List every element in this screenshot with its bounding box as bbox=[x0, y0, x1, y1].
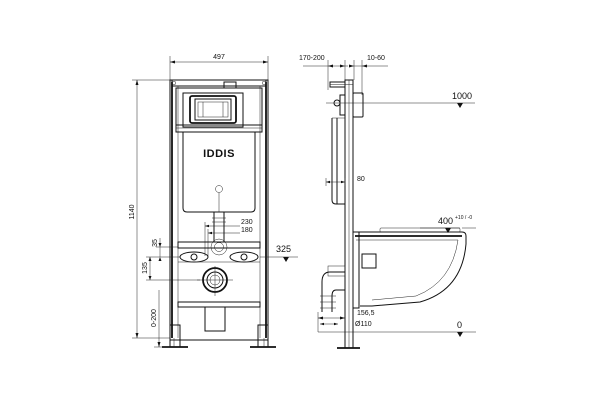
level-400-label: 400 bbox=[438, 216, 453, 226]
level-0-marker bbox=[457, 332, 463, 337]
drain-pipe bbox=[204, 306, 226, 332]
dim-10-60-label: 10-60 bbox=[367, 55, 385, 62]
flush-plate-side bbox=[352, 92, 364, 118]
height-1140-label: 1140 bbox=[129, 204, 136, 219]
range-0-200-label: 0-200 bbox=[151, 309, 158, 327]
dim-110-label: Ø110 bbox=[355, 321, 372, 328]
level-400-tolerance: +10 / -0 bbox=[455, 215, 472, 221]
side-view: 170-200 10-60 80 bbox=[299, 55, 476, 349]
cistern-side bbox=[331, 118, 345, 205]
iddis-logo: IDDIS bbox=[203, 148, 235, 160]
toilet-bowl bbox=[355, 231, 467, 307]
level-325-marker bbox=[283, 257, 289, 262]
width-497-label: 497 bbox=[213, 54, 225, 61]
dim-135-label: 135 bbox=[142, 262, 149, 274]
dim-180-label: 180 bbox=[241, 227, 253, 234]
drain-elbow bbox=[321, 271, 345, 312]
flush-pipe bbox=[213, 211, 225, 243]
inlet-ring bbox=[210, 238, 228, 256]
level-1000-label: 1000 bbox=[452, 91, 472, 101]
upper-bracket bbox=[175, 87, 263, 133]
front-view: 497 IDDIS bbox=[129, 54, 298, 348]
dim-230-label: 230 bbox=[241, 219, 253, 226]
dim-170-200-label: 170-200 bbox=[299, 55, 325, 62]
dim-156-5-label: 156,5 bbox=[357, 310, 375, 317]
dim-35-label: 35 bbox=[152, 239, 159, 247]
level-325-label: 325 bbox=[276, 244, 291, 254]
level-1000-marker bbox=[457, 103, 463, 108]
level-0-label: 0 bbox=[457, 320, 462, 330]
flush-button-frame bbox=[189, 95, 237, 124]
level-400-marker bbox=[445, 228, 451, 233]
dim-80-label: 80 bbox=[357, 176, 365, 183]
